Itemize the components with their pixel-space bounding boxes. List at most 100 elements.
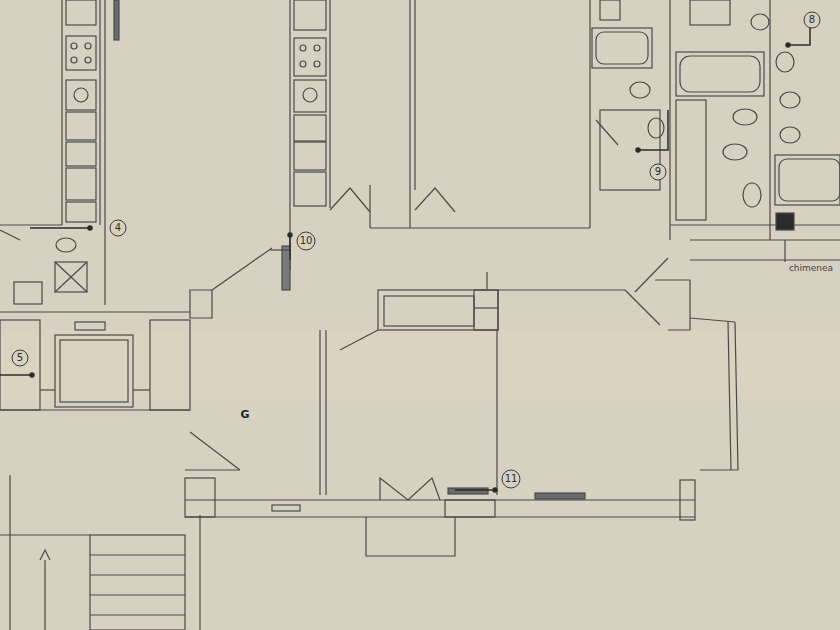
plan-line [294, 172, 326, 206]
plan-line [9, 475, 10, 630]
plan-line [85, 57, 91, 63]
plan-line [289, 0, 290, 270]
plan-line [486, 272, 487, 290]
plan-line [44, 560, 45, 630]
plan-line [380, 478, 440, 500]
plan-line [670, 224, 840, 225]
plan-line [630, 82, 650, 98]
plan-line [0, 224, 62, 225]
plan-line [636, 148, 640, 152]
plan-line [370, 227, 590, 228]
plan-line [676, 52, 764, 96]
plan-line [60, 340, 128, 402]
plan-line [90, 614, 185, 615]
plan-line [30, 373, 34, 377]
plan-line [690, 239, 840, 240]
plan-line [366, 517, 455, 556]
plan-line [294, 0, 326, 30]
plan-line [56, 238, 76, 252]
plan-line [596, 32, 648, 64]
plan-line [40, 550, 50, 560]
plan-line [133, 389, 150, 390]
plan-line [319, 330, 320, 495]
plan-line [743, 183, 761, 207]
callout-number: 4 [115, 223, 121, 233]
plan-line [445, 500, 495, 517]
plan-line [282, 246, 290, 290]
plan-line [780, 127, 800, 143]
plan-line [0, 409, 190, 410]
plan-line [751, 14, 769, 30]
plan-line [55, 262, 87, 292]
plan-line [635, 258, 668, 292]
plan-line [297, 232, 315, 250]
plan-line [592, 28, 652, 68]
plan-line [300, 45, 306, 51]
plan-line [786, 43, 790, 47]
plan-line [66, 112, 96, 140]
plan-line [74, 88, 88, 102]
plan-line [0, 230, 20, 240]
plan-line [294, 115, 326, 141]
plan-line [71, 43, 77, 49]
plan-line [680, 480, 695, 520]
plan-line [775, 155, 840, 205]
callout-number: 8 [809, 15, 815, 25]
plan-line [735, 322, 738, 470]
plan-line [71, 57, 77, 63]
plan-line [55, 262, 87, 292]
plan-line [650, 164, 666, 180]
plan-line [300, 61, 306, 67]
plan-line [690, 0, 730, 25]
plan-line [66, 36, 96, 70]
plan-line [114, 0, 119, 40]
plan-line [185, 469, 240, 470]
plan-line [329, 0, 330, 208]
plan-line [369, 185, 370, 228]
plan-line [723, 144, 747, 160]
plan-line [0, 311, 190, 312]
plan-line [75, 322, 105, 330]
installation-runs [0, 22, 810, 492]
plan-line [690, 318, 735, 322]
callout-number: 10 [300, 236, 313, 246]
plan-line [455, 489, 495, 491]
plan-line [199, 515, 200, 630]
callout-number: 11 [505, 474, 518, 484]
plan-line [700, 469, 738, 470]
plan-line [728, 322, 731, 470]
plan-line [190, 432, 240, 470]
plan-line [99, 0, 100, 225]
plan-line [0, 320, 40, 410]
plan-line [330, 188, 370, 212]
plan-line [496, 330, 497, 495]
callout-number: 9 [655, 167, 661, 177]
plan-line [690, 259, 840, 260]
plan-line [66, 0, 96, 25]
plan-line [409, 0, 410, 228]
plan-line [378, 290, 498, 330]
plan-line [769, 0, 770, 240]
plan-line [0, 534, 90, 535]
plan-line [779, 159, 840, 201]
plan-line [669, 0, 670, 240]
plan-line [61, 0, 62, 225]
plan-line [66, 142, 96, 166]
plan-line [55, 335, 133, 407]
plan-line [110, 220, 126, 236]
plan-line [289, 235, 291, 260]
plan-line [535, 493, 585, 499]
plan-line [40, 389, 55, 390]
plan-line [90, 535, 185, 630]
plan-line [294, 142, 326, 170]
plan-line [90, 574, 185, 575]
plan-line [596, 120, 618, 145]
plan-line [270, 249, 290, 250]
plan-line [676, 100, 706, 220]
plan-line [294, 38, 326, 76]
plan-line [30, 227, 90, 229]
plan-line [600, 0, 620, 20]
plan-line [625, 290, 660, 325]
